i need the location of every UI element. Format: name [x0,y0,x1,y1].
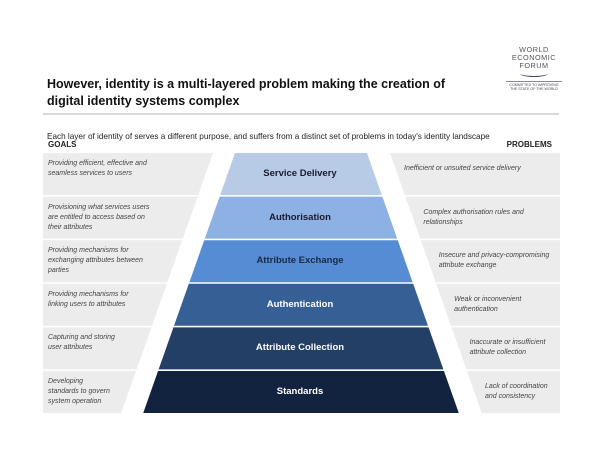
pyramid-layer [220,153,382,195]
problem-text: Inaccurate or insufficient attribute col… [469,339,546,357]
title-divider [43,113,559,115]
problem-box [466,371,560,413]
problem-box [451,327,560,370]
goal-box [43,240,183,283]
logo-arc-icon [520,70,548,77]
layer-label: Authentication [266,298,334,310]
goal-box [43,327,152,370]
pyramid-layer [204,196,398,239]
goal-box [43,153,213,195]
layer-label: Attribute Exchange [256,255,344,267]
problem-text: Lack of coordination and consistency [484,383,548,400]
goal-box [43,371,137,413]
problem-text: Insecure and privacy-compromising attrib… [438,252,550,270]
goal-text: Developing standards to govern system op… [48,378,110,405]
goal-box [43,196,198,239]
pyramid-layer [189,240,413,283]
slide-subtitle: Each layer of identity of serves a diffe… [47,132,490,141]
goal-text: Provisioning what services users are ent… [48,203,150,231]
problem-box [436,283,560,326]
goals-header: GOALS [48,140,77,149]
pyramid-layer [158,327,444,370]
problem-text: Weak or inconvenient authentication [454,295,522,313]
pyramid-layer [174,283,428,326]
problems-header: PROBLEMS [506,140,552,149]
goal-text: Capturing and storing user attributes [48,334,115,352]
logo-tagline: COMMITTED TO IMPROVING THE STATE OF THE … [506,81,562,91]
problem-box [390,153,560,195]
goal-box [43,283,167,326]
problem-box [420,240,560,283]
slide-title: However, identity is a multi-layered pro… [47,77,446,108]
layer-label: Standards [276,386,324,397]
goal-text: Providing mechanisms for exchanging attr… [48,247,143,275]
layer-label: Attribute Collection [255,342,345,354]
layer-label: Authorisation [269,211,331,223]
problem-box [405,196,560,239]
goal-text: Providing efficient, effective and seaml… [48,160,147,177]
goal-text: Providing mechanisms for linking users t… [48,290,129,308]
problem-text: Complex authorisation rules and relation… [423,208,524,226]
layer-label: Service Delivery [263,168,337,179]
problem-text: Inefficient or unsuited service delivery [404,165,521,172]
pyramid-layer [143,371,459,413]
